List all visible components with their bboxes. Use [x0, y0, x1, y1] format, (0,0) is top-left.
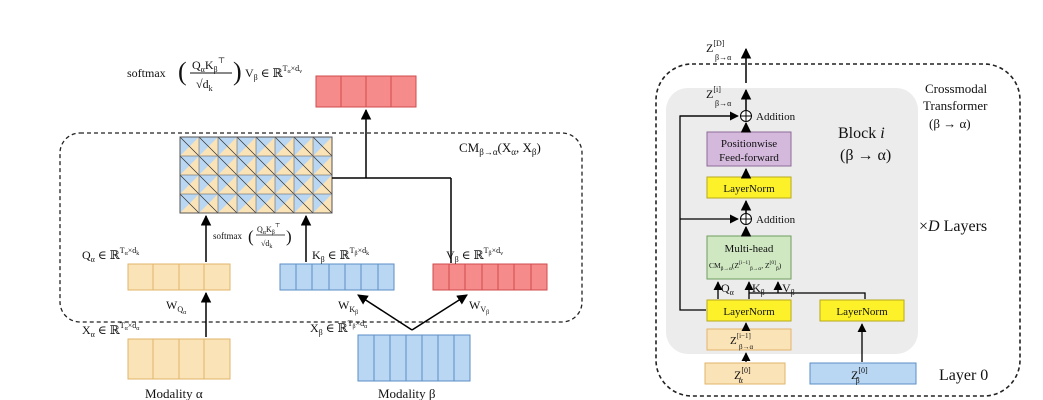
xa-label: Xα ∈ ℝTα×dα — [82, 321, 140, 339]
crossmodal-label-1: Crossmodal — [925, 81, 988, 96]
right-panel: Z[D] β→α Z[i] β→α Addition Positionwise … — [655, 39, 1021, 397]
layernorm-top-label: LayerNorm — [723, 183, 775, 195]
block-label-1: Block i — [838, 125, 885, 142]
svg-text:QαKβ⊤: QαKβ⊤ — [257, 223, 280, 236]
addition-circle-top — [740, 110, 752, 122]
wv-label: WVβ — [469, 298, 489, 316]
qa-label: Qα — [721, 281, 735, 297]
feed-forward-box — [706, 131, 792, 167]
z-prev-sub: β→α — [739, 343, 754, 351]
svg-text:): ) — [286, 227, 292, 246]
x-alpha-tensor — [127, 338, 231, 380]
crossmodal-transformer-frame — [655, 63, 1021, 397]
modality-beta-label: Modality β — [378, 386, 436, 400]
z-i-sub: β→α — [715, 99, 732, 108]
svg-text:√dk: √dk — [196, 77, 213, 93]
z-top-sub: β→α — [715, 53, 732, 62]
feed-forward-line1: Positionwise — [721, 138, 777, 150]
cm-label: CMβ→α(Xα, Xβ) — [459, 140, 541, 157]
wk-label: WKβ — [338, 298, 358, 316]
z-prev-label: Z[i−1] — [730, 332, 751, 347]
layernorm-left-label: LayerNorm — [723, 306, 775, 318]
vb-label: Vβ — [782, 281, 795, 297]
multihead-line2: CMβ→α(Z[i−1]β→α, Z[0]β) — [709, 260, 782, 272]
k-label: Kβ ∈ ℝTβ×dk — [312, 246, 369, 264]
z-beta0-label: Z[0]β — [851, 366, 868, 385]
cm-region — [59, 132, 583, 323]
crossmodal-label-2: Transformer — [923, 98, 988, 113]
crossmodal-label-3: (β → α) — [929, 116, 971, 131]
multihead-box — [706, 235, 792, 280]
svg-text:softmax: softmax — [213, 231, 242, 241]
left-panel: CMβ→α(Xα, Xβ) softmax ( QαKβ⊤ √dk ) Vβ ∈… — [59, 56, 583, 400]
svg-text:softmax: softmax — [127, 66, 166, 80]
v-label: Vβ ∈ ℝTβ×dv — [446, 246, 503, 264]
multihead-line1: Multi-head — [725, 243, 774, 255]
z-alpha0-label: Z[0]α — [734, 366, 751, 385]
z-beta0-box — [809, 362, 917, 385]
q-tensor — [127, 263, 231, 291]
wq-label: WQα — [166, 298, 187, 316]
svg-text:√dk: √dk — [261, 239, 272, 250]
addition-circle-bottom — [740, 213, 752, 225]
k-tensor — [279, 263, 395, 291]
feed-forward-line2: Feed-forward — [719, 152, 779, 164]
softmax-formula-top: softmax ( QαKβ⊤ √dk ) Vβ ∈ ℝTα×dv — [127, 56, 302, 93]
block-label-2: (β → α) — [840, 147, 891, 164]
svg-text:(: ( — [248, 227, 254, 246]
layernorm-left-box — [706, 299, 792, 322]
softmax-formula-small: softmax ( QαKβ⊤ √dk ) — [213, 223, 292, 250]
layer0-label: Layer 0 — [939, 367, 988, 384]
svg-text:): ) — [233, 57, 242, 86]
attention-matrix — [179, 136, 333, 214]
layernorm-right-label: LayerNorm — [836, 306, 888, 318]
z-top-label: Z[D] — [706, 39, 725, 55]
svg-text:(: ( — [178, 57, 187, 86]
svg-text:Vβ ∈ ℝTα×dv: Vβ ∈ ℝTα×dv — [245, 64, 302, 82]
output-tensor — [315, 75, 417, 108]
q-label: Qα ∈ ℝTα×dk — [82, 246, 139, 264]
kb-label: Kβ — [752, 281, 765, 297]
addition-label-top: Addition — [756, 111, 796, 123]
svg-text:QαKβ⊤: QαKβ⊤ — [192, 56, 225, 74]
v-tensor — [432, 263, 548, 291]
xb-label: Xβ ∈ ℝTβ×dα — [310, 319, 368, 337]
modality-alpha-label: Modality α — [145, 386, 203, 400]
x-beta-tensor — [357, 334, 471, 382]
addition-label-bottom: Addition — [756, 214, 796, 226]
z-alpha0-box — [704, 362, 786, 385]
z-i-label: Z[i] — [706, 85, 721, 101]
d-layers-label: ×D Layers — [919, 218, 987, 235]
layernorm-right-box — [819, 299, 905, 322]
